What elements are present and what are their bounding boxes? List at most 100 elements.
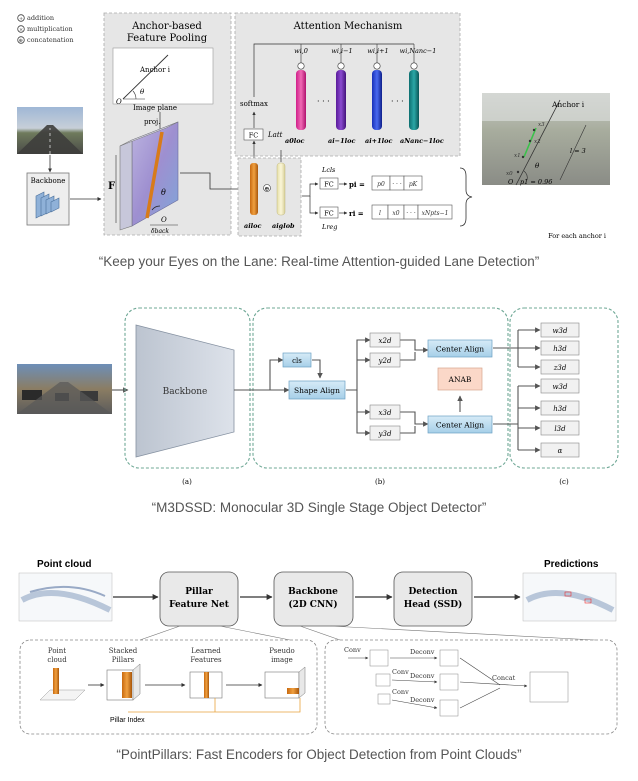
weight-i-plus-1: wi,i+1 (367, 47, 388, 55)
legend-multiplication: multiplication (27, 25, 73, 33)
legend-addition: addition (27, 14, 54, 22)
pillar-icon (53, 668, 59, 694)
sub-pseudo-2: image (271, 656, 293, 664)
r-cell: x0 (392, 210, 399, 217)
l-cls-label: Lcls (321, 166, 336, 174)
detection-head-box (393, 571, 473, 627)
out-h3d-2: h3d (553, 405, 567, 413)
sub-stacked-1: Stacked (109, 647, 138, 655)
pfn-box (159, 571, 239, 627)
label-c: (c) (559, 478, 569, 486)
anab-box (437, 367, 483, 391)
label-a: (a) (182, 478, 192, 486)
y3d-label: y3d (378, 430, 392, 438)
r-vector: l x0 · · · xNpts−1 (371, 204, 453, 220)
feature-theta: θ (161, 188, 166, 197)
predictions-title: Predictions (544, 559, 599, 570)
detection-label-2: Head (SSD) (404, 599, 463, 610)
l-att-label: Latt (267, 131, 283, 139)
origin-label: O (116, 98, 122, 106)
label-b: (b) (375, 478, 385, 486)
weight-i-minus-1: wi,i−1 (331, 47, 352, 55)
center-align-top-label: Center Align (436, 345, 484, 354)
sub-pseudo-1: Pseudo (269, 647, 294, 655)
r-i-label: ri = (349, 209, 364, 218)
loc-label-n: aNanc−1loc (400, 137, 444, 145)
panel-a (124, 307, 251, 469)
fc-att-box (243, 128, 264, 141)
output-blocks: w3d h3d z3d w3d h3d l3d α (540, 322, 580, 458)
shape-align-box (288, 380, 346, 400)
svg-text:· · ·: · · · (391, 97, 404, 106)
legend-concatenation: concatenation (27, 36, 74, 44)
pseudo-image-block (264, 671, 300, 699)
out-z3d: z3d (553, 364, 567, 372)
center-align-bottom-label: Center Align (436, 421, 484, 430)
svg-text:+: + (19, 16, 23, 22)
svg-text:· · ·: · · · (317, 97, 330, 106)
panel-c (509, 307, 619, 469)
conv-label-2: Conv (392, 668, 409, 676)
backbone-layers-icon (35, 191, 60, 219)
concatenation-icon (17, 36, 25, 44)
out-w3d: w3d (553, 327, 568, 335)
out-w3d-2: w3d (553, 383, 568, 391)
point-cloud-title: Point cloud (37, 559, 91, 570)
svg-text:×: × (19, 27, 23, 33)
svg-text:⊕: ⊕ (19, 38, 23, 44)
anab-label: ANAB (448, 375, 472, 384)
conv-label-1: Conv (344, 646, 361, 654)
anchor-inset (112, 47, 214, 105)
fc-att-label: FC (249, 132, 259, 140)
backbone-2d-box (273, 571, 354, 627)
center-align-top-box (427, 339, 493, 358)
r-cell: l (379, 210, 381, 217)
sub-stacked-2: Pillars (112, 656, 135, 664)
pooling-title-1: Anchor-based (131, 21, 202, 32)
feature-bar-n (409, 70, 419, 130)
proj-label: proj. (144, 118, 160, 126)
y2d-label: y2d (378, 357, 392, 365)
figure-laneatt: + addition × multiplication ⊕ concatenat… (17, 12, 610, 240)
loc-label-i-minus-1: ai−1loc (328, 137, 355, 145)
lane-theta: θ (535, 162, 540, 170)
softmax-label: softmax (240, 100, 268, 108)
center-align-bottom-box (427, 415, 493, 434)
svg-text:x1: x1 (514, 153, 521, 159)
fc-reg-label: FC (324, 210, 334, 218)
conv-label-3: Conv (392, 688, 409, 696)
deconv-label-3: Deconv (410, 696, 435, 704)
pfn-label-2: Feature Net (169, 600, 230, 610)
feature-F-label: F (108, 181, 115, 192)
shape-align-label: Shape Align (294, 386, 340, 395)
p-vector: p0 · · · pK (371, 175, 423, 191)
multiply-icon (373, 62, 381, 70)
backbone-2d-label-2: (2D CNN) (288, 599, 337, 610)
cls-label: cls (292, 357, 302, 365)
lane-origin: O (508, 178, 514, 186)
l-reg-label: Lreg (321, 223, 337, 231)
caption-m3dssd: “M3DSSD: Monocular 3D Single Stage Objec… (151, 500, 487, 515)
backbone-trapezoid (135, 324, 235, 458)
detection-label-1: Detection (408, 587, 457, 597)
r-cell: · · · (406, 210, 416, 217)
pfn-detail-panel (19, 639, 318, 735)
mid-blocks: x2d y2d x3d y3d (369, 332, 401, 441)
pfn-label-1: Pillar (185, 587, 213, 597)
out-alpha: α (558, 447, 563, 455)
concat-panel (237, 157, 302, 237)
multiply-icon (337, 62, 345, 70)
loc-label-0: a0loc (285, 137, 305, 145)
panel-b (252, 307, 509, 469)
l-equals-label: l = 3 (570, 147, 586, 155)
p-cell: · · · (392, 181, 402, 188)
anchor-i-label: Anchor i (139, 66, 171, 74)
sub-learned-1: Learned (191, 647, 221, 655)
backbone-2d-label-1: Backbone (288, 587, 338, 597)
anchor-feature-bars: · · · · · · (296, 70, 419, 130)
p-i-label: pi = (349, 180, 365, 189)
p1-label: p1 = 0.96 (520, 178, 552, 186)
svg-text:x2: x2 (534, 139, 541, 145)
weight-n: wi,Nanc−1 (400, 47, 437, 55)
